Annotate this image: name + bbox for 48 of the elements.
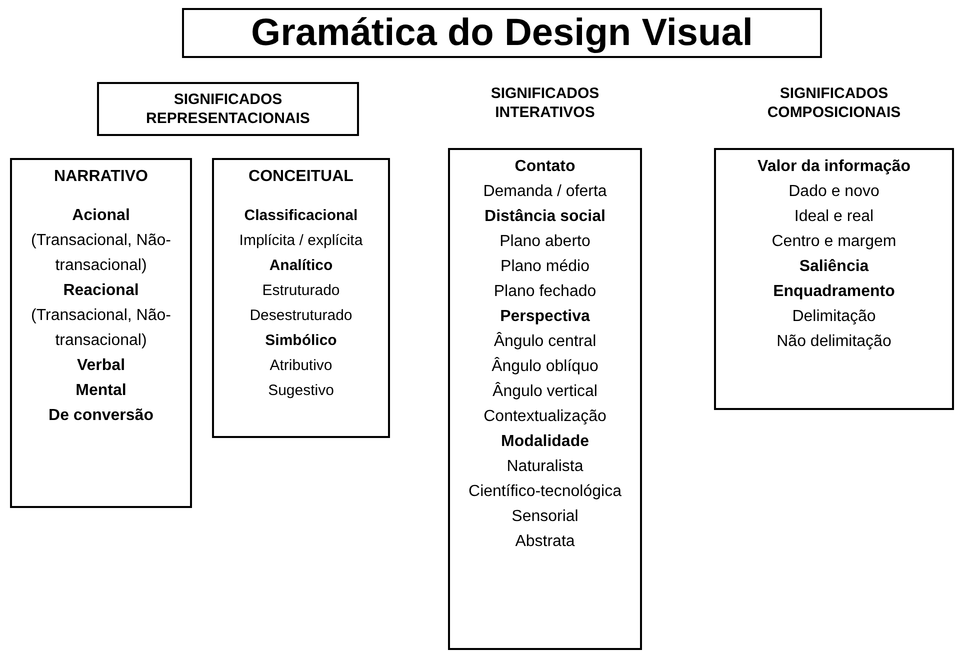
column-heading: SIGNIFICADOS REPRESENTACIONAIS bbox=[145, 90, 311, 128]
category-label: Distância social bbox=[484, 207, 606, 227]
column-heading: SIGNIFICADOS COMPOSICIONAIS bbox=[766, 84, 902, 122]
option-text: Atributivo bbox=[270, 356, 332, 376]
option-text: Dado e novo bbox=[788, 182, 880, 202]
option-text: Sugestivo bbox=[268, 381, 334, 401]
option-text: Sensorial bbox=[512, 507, 578, 527]
option-text: (Transacional, Não- transacional) bbox=[30, 306, 172, 351]
category-label: Acional bbox=[72, 206, 130, 226]
option-text: Ideal e real bbox=[794, 207, 874, 227]
category-label: CONCEITUAL bbox=[248, 167, 354, 187]
category-label: Classificacional bbox=[244, 206, 358, 226]
option-text: Científico-tecnológica bbox=[468, 482, 622, 502]
column-box bbox=[10, 158, 192, 508]
option-text: Ângulo vertical bbox=[492, 381, 598, 402]
option-text: Centro e margem bbox=[772, 232, 896, 252]
column-box bbox=[212, 158, 390, 438]
option-text: Estruturado bbox=[262, 281, 340, 301]
category-label: Saliência bbox=[799, 257, 869, 277]
option-text: Implícita / explícita bbox=[239, 231, 363, 251]
option-text: Naturalista bbox=[506, 457, 584, 477]
category-label: Simbólico bbox=[265, 331, 337, 351]
category-label: Reacional bbox=[63, 281, 139, 301]
option-text: (Transacional, Não- transacional) bbox=[30, 231, 172, 276]
category-label: De conversão bbox=[48, 406, 154, 426]
option-text: Plano aberto bbox=[500, 232, 590, 252]
category-label: Perspectiva bbox=[500, 307, 590, 327]
option-text: Ângulo oblíquo bbox=[492, 356, 598, 377]
option-text: Não delimitação bbox=[776, 332, 892, 352]
option-text: Ângulo central bbox=[494, 331, 596, 352]
heading-box bbox=[97, 82, 359, 136]
option-text: Abstrata bbox=[515, 532, 575, 552]
option-text: Delimitação bbox=[792, 307, 876, 327]
category-label: Valor da informação bbox=[758, 157, 910, 177]
option-text: Demanda / oferta bbox=[483, 182, 607, 202]
category-label: Enquadramento bbox=[773, 282, 895, 302]
category-label: NARRATIVO bbox=[54, 167, 148, 187]
category-label: Contato bbox=[514, 157, 576, 177]
category-label: Modalidade bbox=[500, 432, 589, 452]
option-text: Contextualização bbox=[484, 407, 606, 427]
option-text: Desestruturado bbox=[250, 306, 352, 326]
title: Gramática do Design Visual bbox=[251, 14, 753, 52]
option-text: Plano médio bbox=[500, 257, 590, 277]
option-text: Plano fechado bbox=[494, 282, 596, 302]
column-heading: SIGNIFICADOS INTERATIVOS bbox=[490, 84, 600, 122]
category-label: Analítico bbox=[269, 256, 333, 276]
category-label: Mental bbox=[76, 381, 126, 401]
category-label: Verbal bbox=[76, 356, 126, 376]
